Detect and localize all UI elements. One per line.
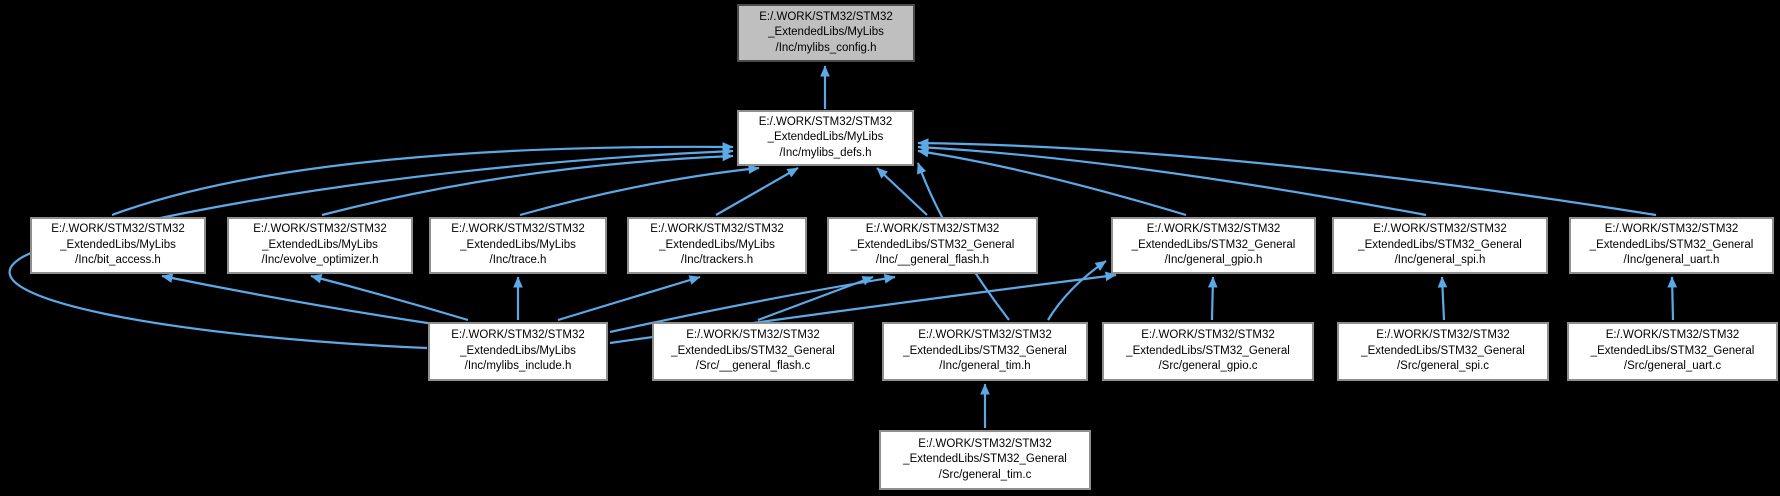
graph-node-general_flash_c[interactable]: E:/.WORK/STM32/STM32 _ExtendedLibs/STM32_…: [652, 322, 854, 381]
include-edge-mylibs_include_h-to-bit_access_h: [161, 273, 435, 326]
node-label-line: /Inc/mylibs_defs.h: [779, 146, 872, 159]
graph-node-mylibs_defs_h[interactable]: E:/.WORK/STM32/STM32 _ExtendedLibs/MyLibs…: [737, 110, 914, 166]
node-label-line: E:/.WORK/STM32/STM32: [686, 329, 820, 342]
node-label-line: /Inc/trace.h: [489, 254, 547, 267]
include-edge-general_gpio_c-to-general_gpio_h: [1207, 276, 1218, 321]
graph-node-mylibs_include_h[interactable]: E:/.WORK/STM32/STM32 _ExtendedLibs/MyLibs…: [428, 322, 608, 381]
node-label-line: E:/.WORK/STM32/STM32: [759, 10, 893, 23]
node-label-line: E:/.WORK/STM32/STM32: [1376, 329, 1510, 342]
node-label-line: /Src/general_spi.c: [1396, 360, 1490, 373]
node-label-line: _ExtendedLibs/MyLibs: [767, 131, 884, 144]
node-label-line: /Src/general_gpio.c: [1158, 360, 1258, 373]
graph-node-trackers_h[interactable]: E:/.WORK/STM32/STM32 _ExtendedLibs/MyLibs…: [627, 217, 807, 274]
node-label-line: /Inc/trackers.h: [680, 254, 754, 267]
node-label-line: E:/.WORK/STM32/STM32: [758, 115, 893, 128]
graph-node-evolve_optimizer_h[interactable]: E:/.WORK/STM32/STM32 _ExtendedLibs/MyLibs…: [227, 217, 413, 274]
graph-node-general_uart_h[interactable]: E:/.WORK/STM32/STM32 _ExtendedLibs/STM32_…: [1569, 217, 1774, 274]
node-label-line: /Inc/general_gpio.h: [1164, 254, 1263, 267]
node-label-line: E:/.WORK/STM32/STM32: [918, 437, 1052, 450]
node-label-line: E:/.WORK/STM32/STM32: [1605, 329, 1740, 342]
graph-node-general_tim_h[interactable]: E:/.WORK/STM32/STM32 _ExtendedLibs/STM32_…: [882, 322, 1088, 381]
node-label-line: _ExtendedLibs/MyLibs: [460, 238, 576, 251]
graph-node-general_spi_c[interactable]: E:/.WORK/STM32/STM32 _ExtendedLibs/STM32_…: [1337, 322, 1549, 381]
node-label-line: E:/.WORK/STM32/STM32: [451, 329, 585, 342]
node-label-line: _ExtendedLibs/MyLibs: [768, 26, 884, 39]
include-edge-general_uart_h-to-mylibs_defs_h: [917, 138, 1657, 217]
node-label-line: E:/.WORK/STM32/STM32: [1604, 223, 1739, 236]
node-label-line: E:/.WORK/STM32/STM32: [253, 223, 387, 236]
node-label-line: _ExtendedLibs/STM32_General: [1358, 238, 1522, 251]
node-label-line: _ExtendedLibs/STM32_General: [1361, 344, 1525, 357]
include-edge-general_flash_h-to-mylibs_defs_h: [876, 167, 928, 216]
node-label-line: _ExtendedLibs/MyLibs: [460, 344, 576, 357]
node-label-line: E:/.WORK/STM32/STM32: [1373, 223, 1507, 236]
graph-node-general_gpio_h[interactable]: E:/.WORK/STM32/STM32 _ExtendedLibs/STM32_…: [1111, 217, 1316, 274]
node-label-line: E:/.WORK/STM32/STM32: [865, 223, 1000, 236]
node-label-line: /Src/general_tim.c: [938, 468, 1032, 481]
node-label-line: /Inc/__general_flash.h: [875, 254, 990, 267]
node-label-line: _ExtendedLibs/STM32_General: [850, 238, 1015, 251]
node-label-line: _ExtendedLibs/STM32_General: [1590, 344, 1755, 357]
node-label-line: E:/.WORK/STM32/STM32: [51, 223, 185, 236]
include-edge-mylibs_include_h-to-mylibs_defs_h: [8, 146, 734, 350]
node-label-line: E:/.WORK/STM32/STM32: [1141, 329, 1275, 342]
include-edge-general_gpio_h-to-mylibs_defs_h: [917, 147, 1187, 217]
include-edge-evolve_optimizer_h-to-mylibs_defs_h: [321, 151, 734, 217]
node-label-line: _ExtendedLibs/STM32_General: [1589, 238, 1754, 251]
node-label-line: _ExtendedLibs/MyLibs: [60, 238, 176, 251]
node-label-line: _ExtendedLibs/STM32_General: [671, 344, 835, 357]
graph-node-general_uart_c[interactable]: E:/.WORK/STM32/STM32 _ExtendedLibs/STM32_…: [1567, 322, 1778, 381]
node-label-line: /Src/general_uart.c: [1623, 360, 1722, 373]
graph-node-general_gpio_c[interactable]: E:/.WORK/STM32/STM32 _ExtendedLibs/STM32_…: [1102, 322, 1314, 381]
include-edge-general_spi_h-to-mylibs_defs_h: [917, 142, 1427, 217]
node-label-line: _ExtendedLibs/STM32_General: [903, 453, 1067, 466]
node-label-line: E:/.WORK/STM32/STM32: [918, 329, 1052, 342]
node-label-line: /Inc/general_uart.h: [1623, 254, 1720, 267]
node-label-line: /Inc/evolve_optimizer.h: [261, 254, 379, 267]
node-label-line: /Inc/mylibs_config.h: [775, 41, 877, 54]
graph-node-bit_access_h[interactable]: E:/.WORK/STM32/STM32 _ExtendedLibs/MyLibs…: [30, 217, 206, 274]
include-edge-bit_access_h-to-mylibs_defs_h: [111, 142, 734, 217]
graph-node-trace_h[interactable]: E:/.WORK/STM32/STM32 _ExtendedLibs/MyLibs…: [429, 217, 607, 274]
node-label-line: /Inc/general_spi.h: [1394, 254, 1486, 267]
node-label-line: /Src/__general_flash.c: [695, 360, 811, 373]
node-label-line: /Inc/general_tim.h: [939, 360, 1031, 373]
include-edge-mylibs_include_h-to-trackers_h: [557, 275, 701, 322]
node-label-line: _ExtendedLibs/STM32_General: [1126, 344, 1290, 357]
graph-node-general_spi_h[interactable]: E:/.WORK/STM32/STM32 _ExtendedLibs/STM32_…: [1332, 217, 1548, 274]
graph-node-mylibs_config_h[interactable]: E:/.WORK/STM32/STM32 _ExtendedLibs/MyLibs…: [737, 4, 915, 62]
node-label-line: /Inc/mylibs_include.h: [464, 360, 572, 373]
node-label-line: E:/.WORK/STM32/STM32: [451, 223, 585, 236]
node-label-line: E:/.WORK/STM32/STM32: [650, 223, 784, 236]
node-label-line: /Inc/bit_access.h: [75, 254, 161, 267]
include-edge-general_spi_c-to-general_spi_h: [1437, 276, 1448, 321]
include-edge-general_flash_c-to-general_flash_h: [757, 275, 874, 322]
include-edge-general_uart_c-to-general_uart_h: [1667, 276, 1678, 321]
node-label-line: _ExtendedLibs/MyLibs: [262, 238, 378, 251]
node-label-line: _ExtendedLibs/MyLibs: [659, 238, 775, 251]
graph-node-general_flash_h[interactable]: E:/.WORK/STM32/STM32 _ExtendedLibs/STM32_…: [827, 217, 1038, 274]
node-label-line: E:/.WORK/STM32/STM32: [1146, 223, 1281, 236]
include-edge-trackers_h-to-mylibs_defs_h: [715, 167, 799, 216]
graph-node-general_tim_c[interactable]: E:/.WORK/STM32/STM32 _ExtendedLibs/STM32_…: [879, 430, 1091, 490]
node-label-line: _ExtendedLibs/STM32_General: [903, 344, 1067, 357]
include-edge-general_tim_h-to-general_gpio_h: [1047, 260, 1107, 321]
include-edge-trace_h-to-mylibs_defs_h: [519, 164, 760, 217]
edges-group: [8, 65, 1678, 428]
node-label-line: _ExtendedLibs/STM32_General: [1131, 238, 1296, 251]
include-edge-mylibs_include_h-to-evolve_optimizer_h: [310, 273, 469, 322]
